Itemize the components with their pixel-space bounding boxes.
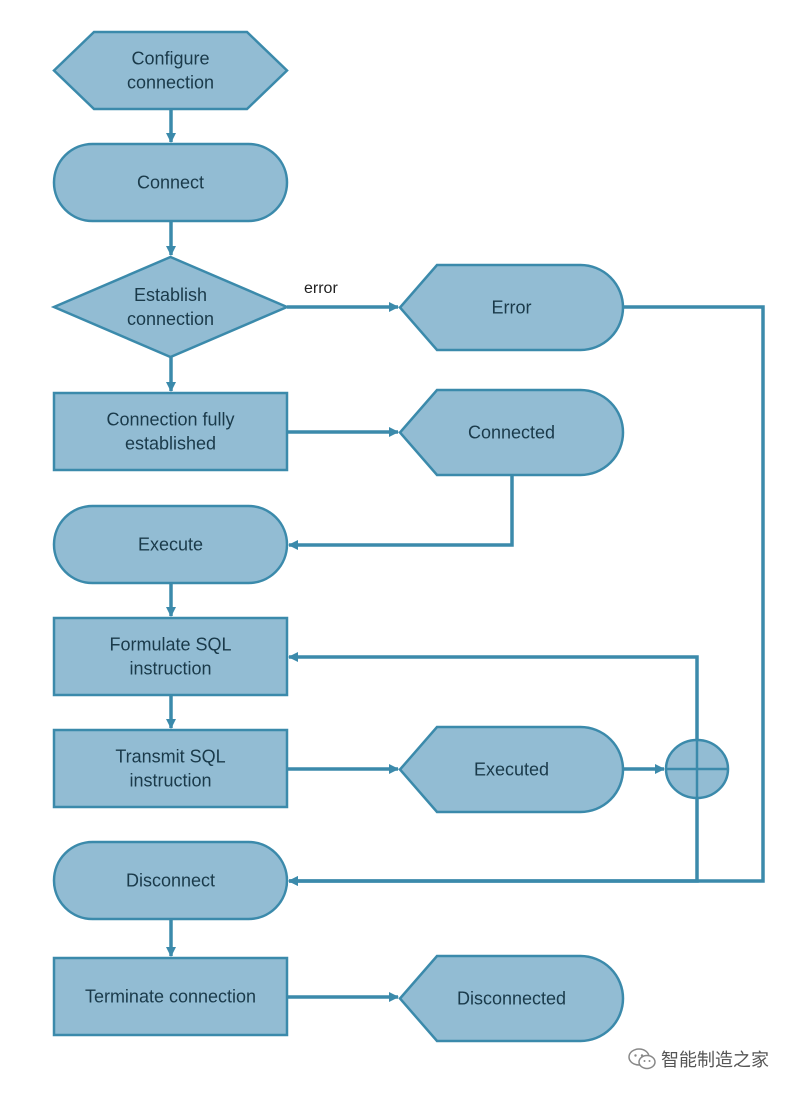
decision-shape [50,255,291,359]
node-label-line: Error [492,298,532,318]
node-label-line: Configure [131,49,209,69]
process-shape [52,956,289,1037]
edge-line [288,652,699,769]
node-executed: Executed [398,725,625,814]
node-label-line: Disconnect [126,871,215,891]
node-transmit-sql: Transmit SQL instruction [52,728,289,809]
display-shape [398,388,625,477]
node-label-line: Execute [138,535,203,555]
node-label-line: instruction [129,659,211,679]
process-shape [52,616,289,697]
hexagon-shape [52,30,289,111]
node-label-line: established [125,434,216,454]
edge-label: error [304,280,338,297]
process-shape [52,728,289,809]
node-disconnected: Disconnected [398,954,625,1043]
node-label-line: instruction [129,771,211,791]
node-label-line: connection [127,309,214,329]
edge-or-junction-to-formulate-sql [288,652,699,769]
edge-line [288,475,514,550]
node-label-line: Terminate connection [85,987,256,1007]
node-formulate-sql: Formulate SQL instruction [52,616,289,697]
wechat-icon [628,1048,656,1075]
display-shape [398,954,625,1043]
watermark-text: 智能制造之家 [661,1050,769,1071]
node-label-line: Disconnected [457,989,566,1009]
node-establish-connection: Establish connection [50,255,291,359]
node-label-line: connection [127,73,214,93]
node-label-line: Executed [474,760,549,780]
display-shape [398,725,625,814]
node-connection-fully-established: Connection fully established [52,391,289,472]
node-connected: Connected [398,388,625,477]
display-shape [398,263,625,352]
node-terminate-connection: Terminate connection [52,956,289,1037]
node-label-line: Connection fully [106,410,234,430]
node-label-line: Formulate SQL [109,635,231,655]
node-or-junction [664,738,730,800]
terminator-shape [52,840,289,921]
node-disconnect: Disconnect [52,840,289,921]
node-connect: Connect [52,142,289,223]
process-shape [52,391,289,472]
node-label-line: Connected [468,423,555,443]
node-execute: Execute [52,504,289,585]
edge-error-to-disconnect [288,305,765,886]
edge-line [288,305,765,886]
node-configure-connection: Configure connection [52,30,289,111]
edge-connected-to-execute [288,475,514,550]
terminator-shape [52,504,289,585]
node-label-line: Establish [134,285,207,305]
edge-establish-connection-to-error: error [287,280,399,312]
node-label-line: Connect [137,173,204,193]
terminator-shape [52,142,289,223]
node-label-line: Transmit SQL [115,747,225,767]
node-error: Error [398,263,625,352]
